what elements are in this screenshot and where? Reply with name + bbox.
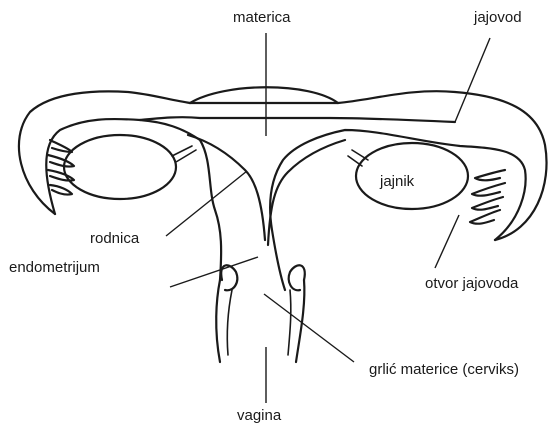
leader-endometrium: [170, 257, 258, 287]
left-fimbriae: [48, 140, 74, 195]
label-uterine-cavity: rodnica: [90, 230, 140, 247]
leader-cavity: [166, 171, 247, 236]
canal-right-inner: [288, 290, 291, 355]
right-ovary-ligament: [348, 150, 368, 166]
label-tube-opening: otvor jajovoda: [425, 275, 519, 292]
label-cervix: grlić materice (cerviks): [369, 361, 519, 378]
reproductive-outline: [19, 91, 547, 240]
label-uterus: materica: [233, 9, 291, 26]
label-ovary: jajnik: [379, 173, 415, 190]
leader-cervix: [264, 294, 354, 362]
endometrium-right: [289, 265, 305, 290]
left-tube-inner: [46, 119, 221, 280]
label-fallopian-tube: jajovod: [473, 9, 522, 26]
left-ovary: [64, 135, 176, 199]
leader-tube: [455, 38, 490, 122]
leader-tube-opening: [435, 215, 459, 268]
uterus-fundus: [190, 87, 338, 103]
right-fimbriae: [470, 170, 505, 224]
label-endometrium: endometrijum: [9, 259, 100, 276]
canal-left-inner: [227, 290, 232, 355]
label-vagina: vagina: [237, 407, 282, 424]
right-tube-inner: [270, 130, 525, 290]
cervix-left-wall: [216, 280, 220, 362]
tube-upper-edge: [140, 117, 455, 122]
